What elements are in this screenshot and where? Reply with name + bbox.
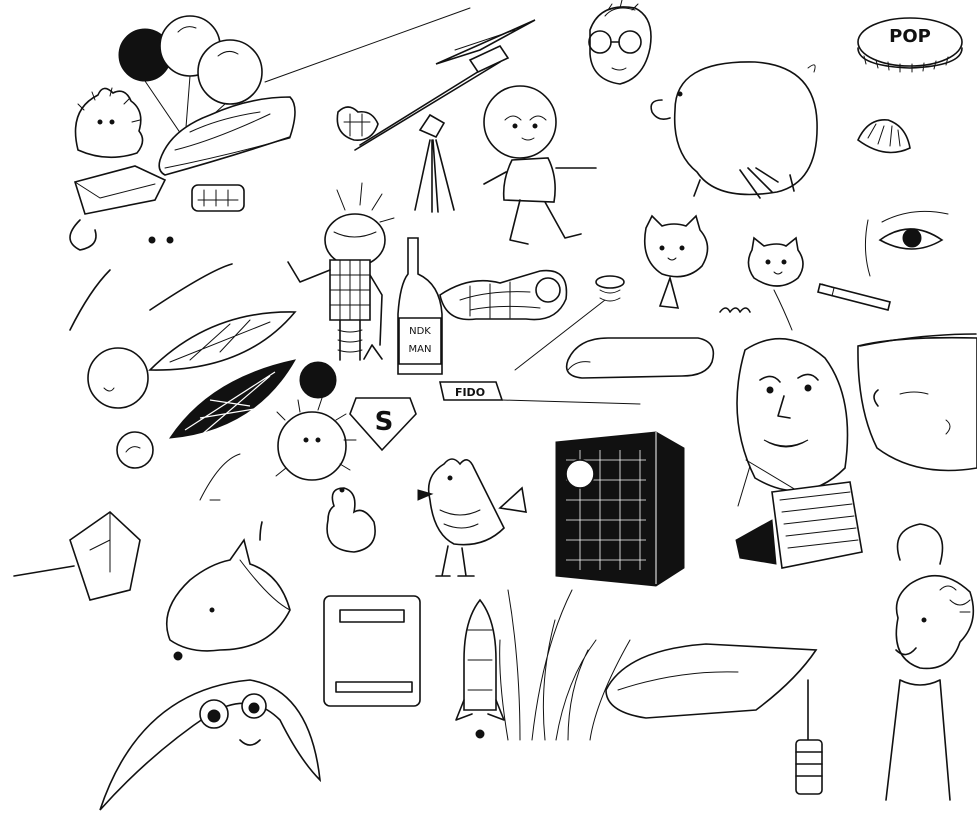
astronaut-bear-icon [484, 86, 596, 244]
pig-icon [651, 62, 817, 198]
glasses-girl-icon [589, 0, 651, 84]
pop-bottlecap-icon: POP [858, 18, 962, 72]
balloons-icon [119, 16, 262, 140]
frog-face-icon [100, 680, 320, 810]
hanging-weight-icon [796, 680, 822, 794]
screw-icon [515, 276, 624, 370]
folded-boxes-icon [14, 512, 140, 600]
hedgehog-icon [76, 88, 143, 157]
raygun-icon [440, 271, 566, 320]
paper-plane-icon [436, 20, 535, 64]
finger-icon [567, 338, 714, 378]
speaker-icon [556, 432, 684, 586]
horse-icon [167, 522, 290, 660]
caricature-face-icon [737, 339, 848, 520]
camera-lens-icon [736, 482, 862, 568]
fido-sign-icon: FIDO [440, 382, 640, 404]
duck-icon [327, 488, 375, 552]
bottle-label-bottom: MAN [409, 344, 432, 355]
robot-icon [288, 183, 394, 398]
superman-shield-icon: S [350, 398, 416, 450]
rocket-icon [456, 600, 504, 738]
cigarette-icon [818, 284, 890, 310]
fuzzy-critter-icon [276, 398, 356, 480]
zeppelin-icon [150, 312, 295, 370]
telescope-icon [265, 8, 508, 212]
man-face-icon [858, 334, 977, 471]
beads-icon [192, 185, 244, 211]
butter-slab-icon [70, 166, 165, 250]
grass-icon [500, 590, 630, 740]
chicken-icon [418, 459, 526, 576]
peeking-eyes-icon [149, 237, 173, 243]
superman-s: S [375, 407, 394, 437]
spring-icon [720, 308, 750, 312]
pineapple-icon [170, 360, 295, 438]
shell-icon [858, 120, 910, 153]
futuristic-car-icon [159, 97, 295, 175]
swoosh-lines-icon [70, 264, 232, 330]
bottle-label-top: NDK [409, 326, 431, 337]
pillow-icon [606, 644, 816, 718]
box-icon [324, 596, 420, 706]
fido-label: FIDO [455, 386, 485, 399]
woman-icon [886, 524, 973, 800]
bottle-icon: NDK MAN [398, 238, 442, 374]
cat-head-icon [645, 216, 708, 308]
squiggle-icon [200, 454, 240, 500]
hamster-balloon-icon [748, 238, 803, 330]
eye-icon [865, 211, 948, 276]
pop-label: POP [889, 26, 931, 47]
ball-icon [88, 348, 153, 468]
